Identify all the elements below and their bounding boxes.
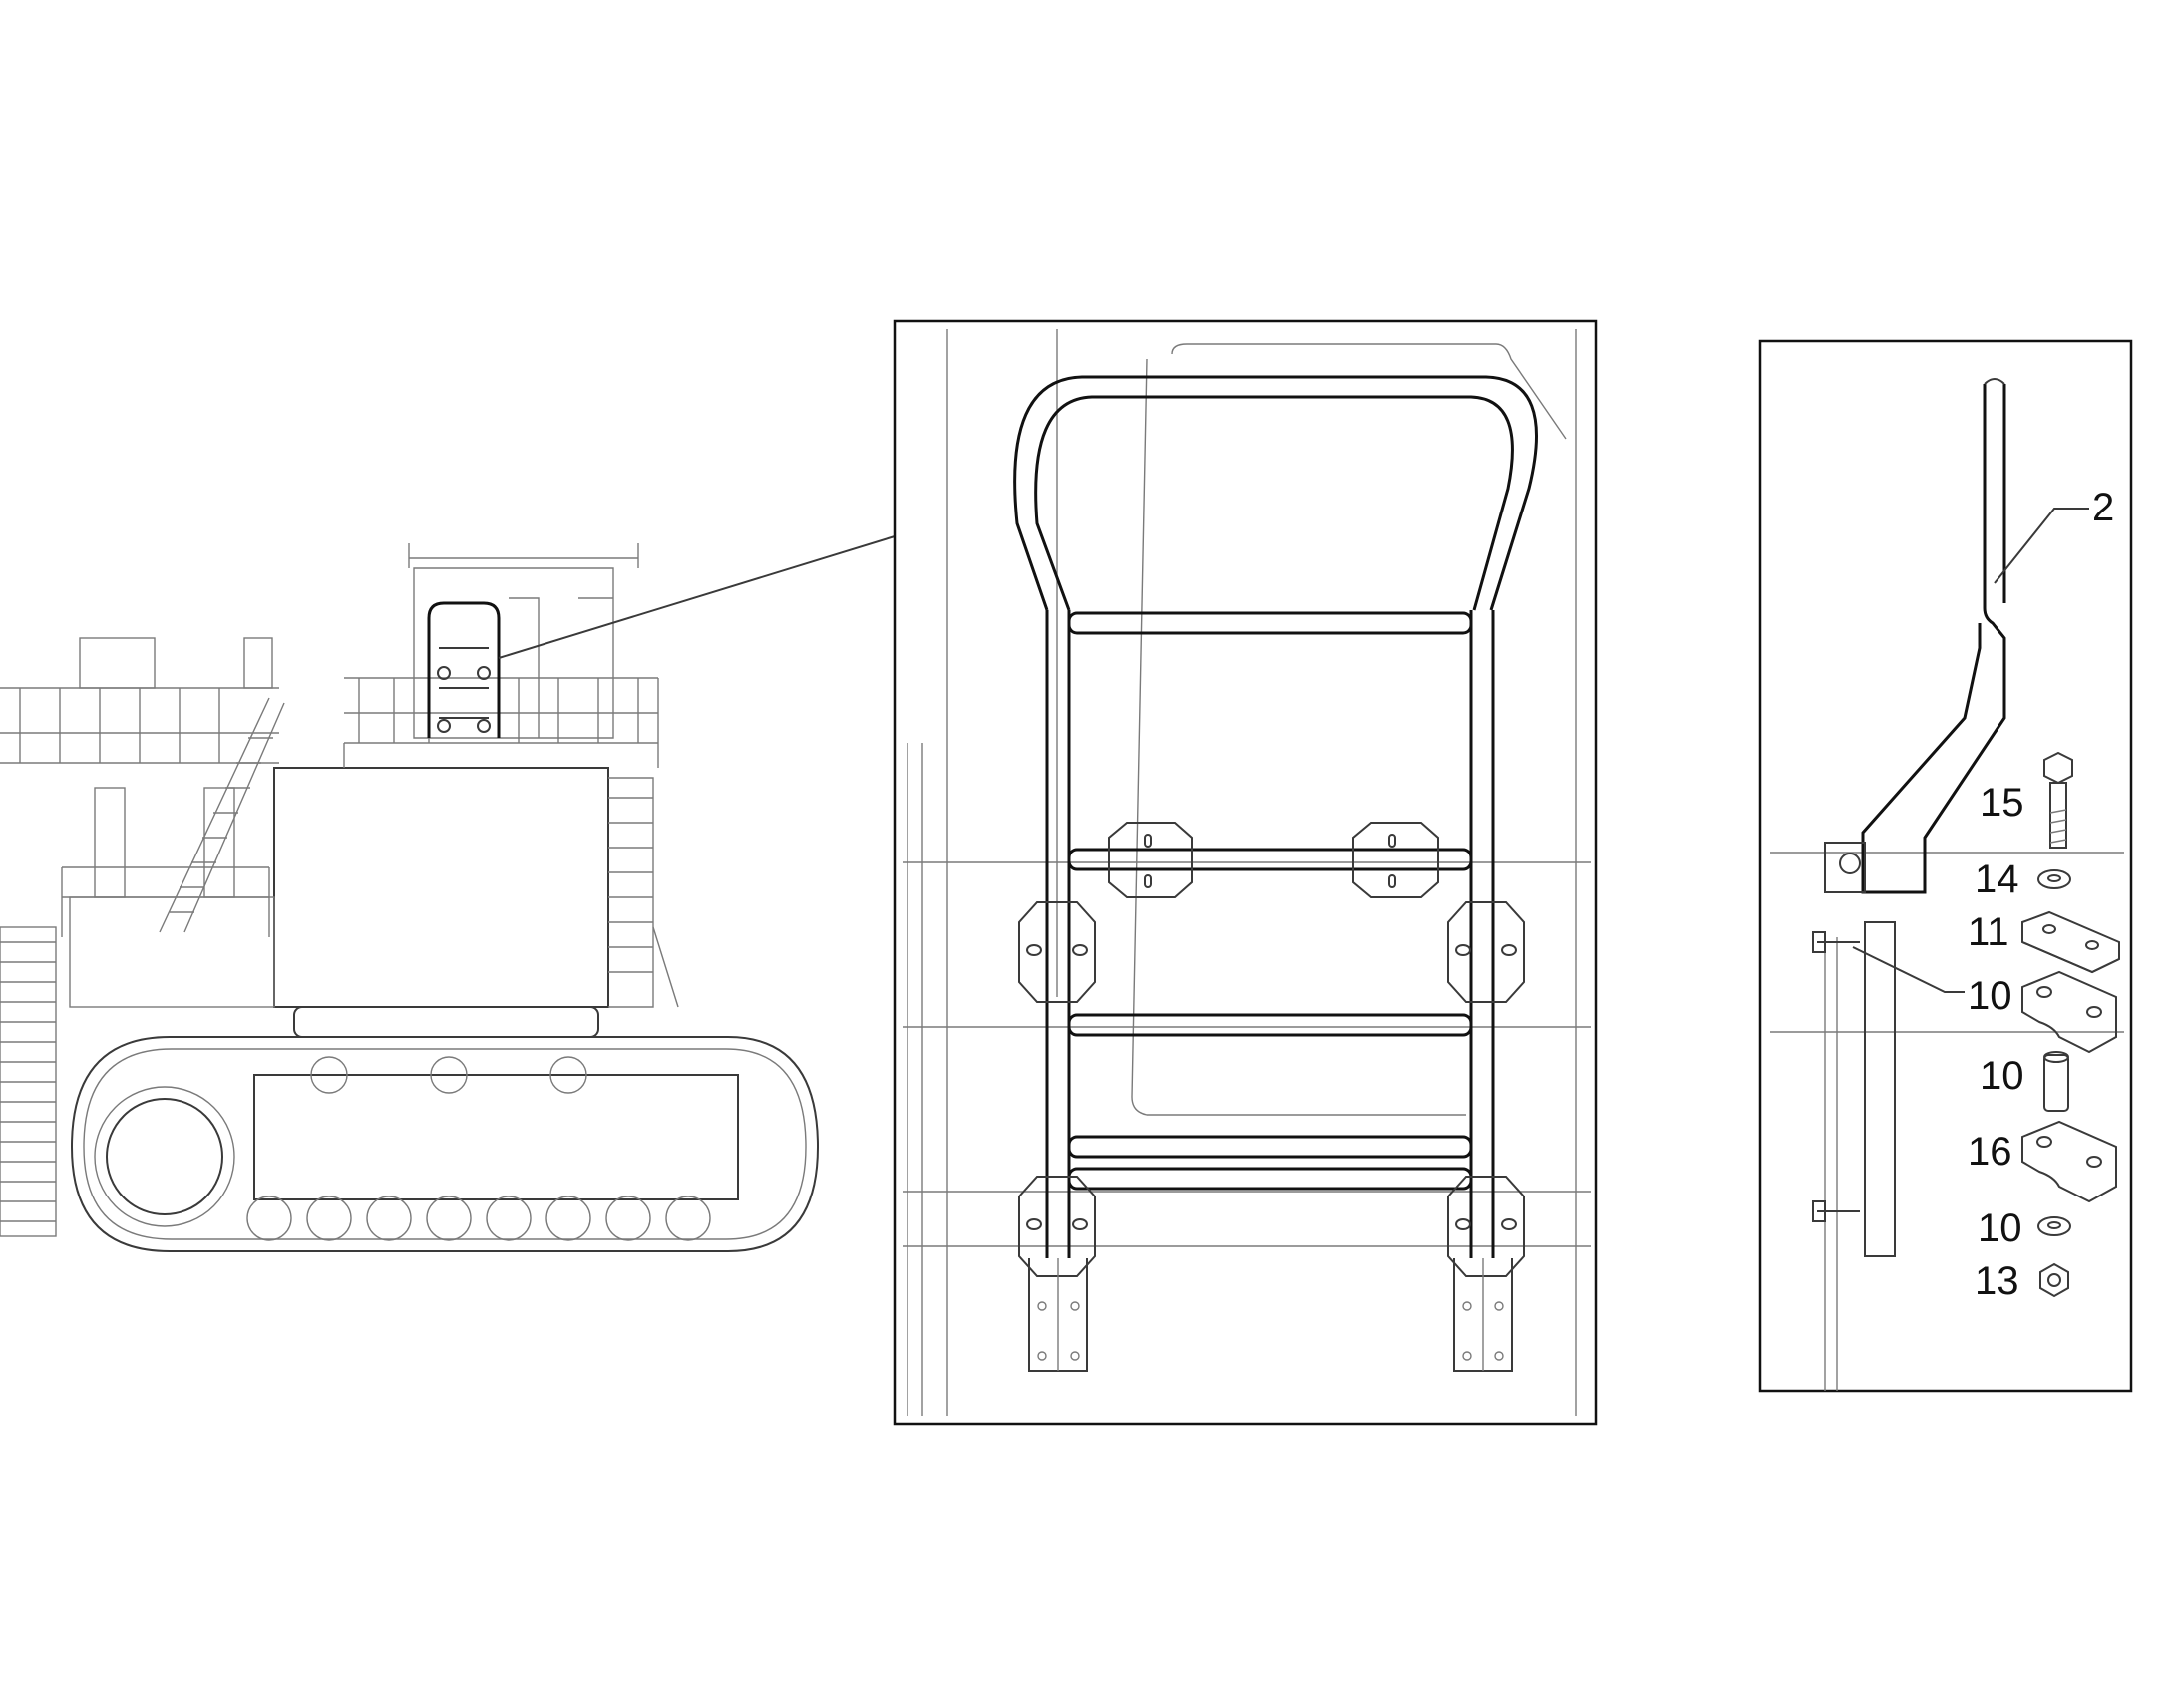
callout-13: 10 (1978, 1206, 2022, 1250)
ladder-location-marker (427, 601, 501, 738)
callout-16: 10 (1980, 1054, 2024, 1098)
washer-part-13 (2037, 1216, 2071, 1236)
bolt-part-15 (2043, 751, 2073, 849)
callouts: 2 15 14 11 10 10 16 10 13 (1968, 486, 2114, 1303)
leader-2 (1994, 508, 2089, 584)
plate-part-11 (2021, 910, 2120, 974)
spacer-part-16 (2043, 1051, 2069, 1112)
side-clamps (1018, 901, 1525, 1277)
ladder-detail-view (893, 319, 1598, 1426)
handrail-part-2 (1861, 378, 2006, 894)
right-stairs (608, 777, 679, 1008)
left-handrails (0, 637, 279, 764)
callout-10a: 10 (1968, 974, 2012, 1018)
callout-2: 2 (2092, 486, 2114, 529)
ladder-rungs (1067, 611, 1473, 1191)
leader-10 (1852, 946, 1965, 993)
exploded-parts-view: 2 15 14 11 10 10 16 10 13 (1758, 339, 2133, 1393)
nut-part-12 (2039, 1262, 2069, 1298)
detail-leader-line (498, 535, 896, 659)
top-rollers (310, 1056, 587, 1094)
mounting-plate (1812, 842, 1896, 1257)
upper-clamps (1108, 822, 1439, 898)
bottom-rollers (246, 1196, 711, 1241)
access-stairs (159, 697, 285, 933)
washer-part-14 (2037, 869, 2071, 889)
clamp-part-10-lower (2021, 1120, 2117, 1203)
callout-14: 14 (1975, 857, 2019, 901)
operator-cab (408, 543, 639, 739)
clamp-part-10-upper (2021, 970, 2117, 1054)
background-structure (903, 329, 1591, 1416)
left-ladder (0, 926, 57, 1237)
excavator-overview (0, 543, 820, 1252)
deck-handrails (343, 677, 659, 768)
mounting-brackets (1028, 1258, 1513, 1372)
callout-11: 11 (1968, 910, 2009, 954)
callout-15: 15 (1980, 781, 2024, 825)
callout-10b: 16 (1968, 1130, 2012, 1174)
callout-12: 13 (1975, 1259, 2019, 1303)
